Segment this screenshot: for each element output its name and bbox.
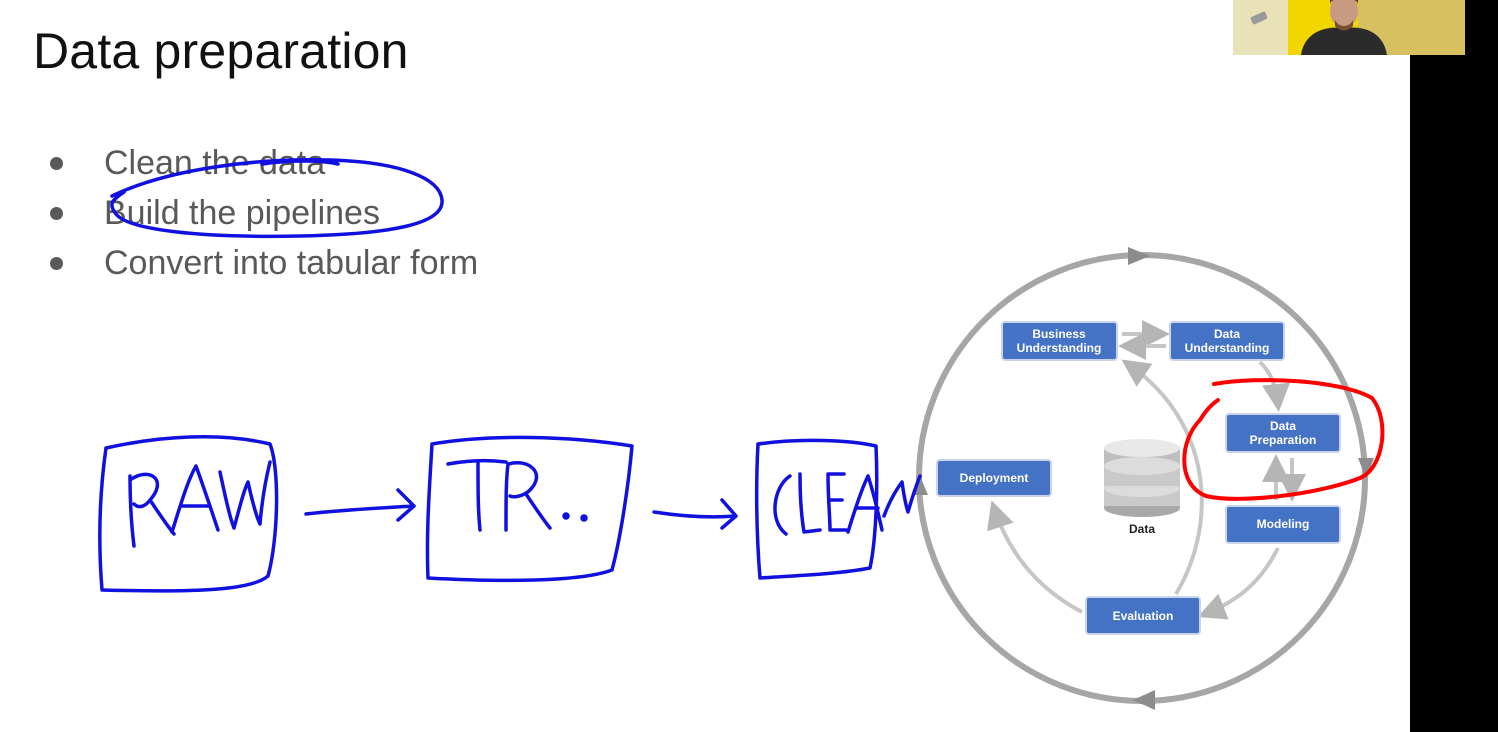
phase-label: Business — [1032, 327, 1086, 341]
cycle-arrow-icon — [1133, 690, 1155, 710]
phase-data-understanding: Data Understanding — [1169, 321, 1285, 361]
phase-label: Deployment — [960, 471, 1029, 485]
bullet-text: Convert into tabular form — [104, 244, 479, 282]
presenter-video-icon — [1233, 0, 1465, 55]
bullet-item: Convert into tabular form — [40, 240, 478, 290]
pen-ellipse — [110, 158, 444, 239]
phase-deployment: Deployment — [936, 459, 1052, 497]
bullet-dot-icon — [50, 257, 63, 270]
phase-label: Modeling — [1257, 517, 1310, 531]
phase-label: Data — [1214, 327, 1240, 341]
phase-business-understanding: Business Understanding — [1001, 321, 1118, 361]
phase-data-preparation: Data Preparation — [1225, 413, 1341, 453]
pen-box-clean — [754, 438, 879, 580]
crisp-dm-diagram: Business Understanding Data Understandin… — [912, 247, 1374, 710]
slide: Data preparation Clean the data Build th… — [33, 23, 479, 290]
phase-label: Data — [1270, 419, 1296, 433]
phase-label: Preparation — [1250, 433, 1317, 447]
pen-box-raw — [98, 435, 279, 593]
bullet-dot-icon — [50, 157, 63, 170]
phase-label: Understanding — [1185, 341, 1270, 355]
bullet-dot-icon — [50, 207, 63, 220]
slide-title: Data preparation — [33, 23, 409, 79]
pen-box-tr — [425, 435, 634, 583]
side-panel — [1410, 0, 1498, 732]
red-highlight-circle — [1182, 378, 1385, 501]
data-center-label: Data — [1129, 522, 1155, 536]
phase-evaluation: Evaluation — [1085, 596, 1201, 635]
pen-strike — [260, 159, 340, 166]
database-icon: Data — [1104, 439, 1180, 536]
phase-label: Evaluation — [1113, 609, 1174, 623]
phase-modeling: Modeling — [1225, 505, 1341, 544]
pen-annotations — [98, 158, 922, 593]
bullet-item: Build the pipelines — [40, 190, 478, 240]
cycle-arrow-icon — [1358, 458, 1374, 478]
webcam-thumbnail[interactable] — [1233, 0, 1465, 55]
pen-arrow — [304, 488, 416, 522]
pen-arrow — [652, 498, 738, 530]
phase-label: Understanding — [1017, 341, 1102, 355]
cycle-arrow-icon — [1128, 247, 1150, 265]
bullet-text: Build the pipelines — [104, 194, 380, 232]
